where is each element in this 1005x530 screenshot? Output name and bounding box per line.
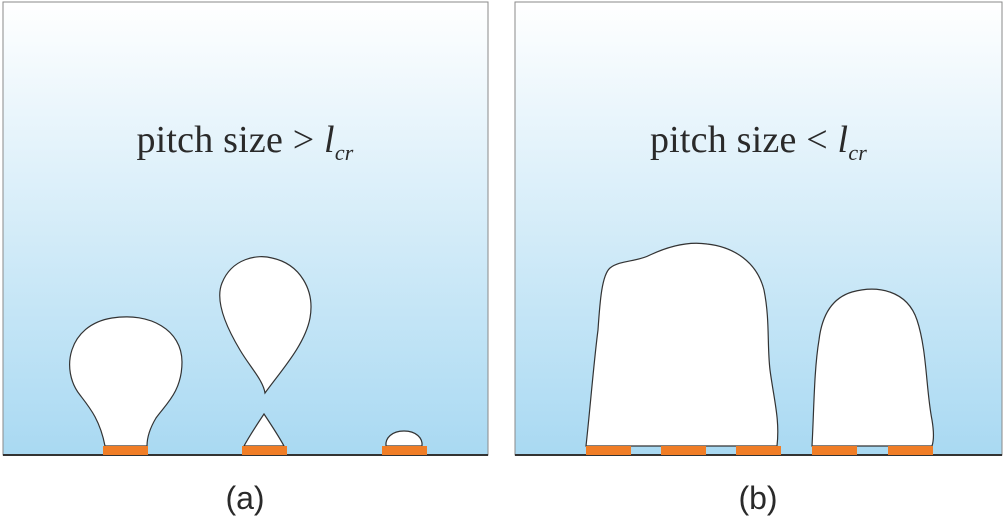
caption-b: (b) [738, 480, 778, 516]
heater-1 [586, 446, 631, 455]
heater-2 [242, 446, 287, 455]
heater-2 [661, 446, 706, 455]
panel-a-title: pitch size > lcr [0, 118, 490, 165]
panel-a-diagram [2, 1, 489, 456]
heater-5 [888, 446, 933, 455]
panel-b: pitch size < lcr [512, 0, 1005, 460]
small-bubble [385, 430, 423, 447]
heater-3 [736, 446, 781, 455]
panel-b-title: pitch size < lcr [512, 118, 1005, 165]
title-text: pitch size > [136, 119, 325, 161]
panel-b-diagram [514, 1, 1003, 456]
heater-3 [382, 446, 427, 455]
merged-vapor-mass [585, 242, 779, 447]
vapor-column [811, 288, 935, 447]
attached-bubble [69, 316, 183, 447]
symbol-subscript: cr [334, 140, 354, 165]
heater-4 [812, 446, 857, 455]
panel-a: pitch size > lcr [0, 0, 490, 460]
departing-bubble [219, 256, 312, 395]
symbol-l: l [837, 119, 849, 161]
symbol-subscript: cr [848, 140, 868, 165]
title-text: pitch size < [649, 119, 838, 161]
heater-1 [103, 446, 148, 455]
caption-a: (a) [225, 480, 265, 516]
symbol-l: l [324, 119, 335, 161]
remnant-bubble [242, 412, 286, 447]
